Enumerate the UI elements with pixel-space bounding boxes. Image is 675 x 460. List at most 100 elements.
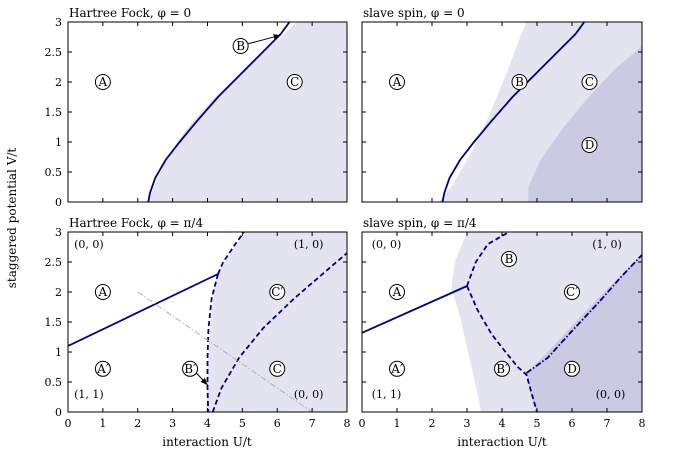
region-label: D — [567, 362, 577, 376]
x-tick-label: 2 — [429, 417, 436, 430]
region-label: A — [98, 75, 108, 89]
panel-title: slave spin, φ = 0 — [363, 6, 465, 20]
region-label: B — [505, 252, 514, 266]
x-tick-label: 0 — [65, 417, 72, 430]
y-tick-label: 1.5 — [45, 316, 63, 329]
region-label-circle — [232, 38, 249, 54]
y-tick-label: 2.5 — [45, 256, 63, 269]
panel-plot-area — [68, 232, 347, 412]
y-tick-label: 2 — [55, 76, 62, 89]
x-tick-label: 2 — [134, 417, 141, 430]
quantum-number-label: (0, 0) — [74, 238, 104, 251]
region-label: C — [273, 362, 282, 376]
x-tick-label: 4 — [204, 417, 211, 430]
x-tick-label: 6 — [274, 417, 281, 430]
x-tick-label: 3 — [169, 417, 176, 430]
x-tick-label: 8 — [639, 417, 646, 430]
y-tick-label: 2 — [55, 286, 62, 299]
panel-plot-area — [439, 22, 642, 202]
region-label-circle — [182, 360, 199, 377]
annotation-arrowhead — [200, 377, 208, 385]
panel-title: Hartree Fock, φ = 0 — [69, 6, 191, 20]
shaded-region-2 — [528, 46, 642, 202]
region-label: C — [290, 75, 299, 89]
quantum-number-label: (1, 0) — [294, 238, 324, 251]
region-label: A — [98, 285, 108, 299]
region-label-circle — [564, 360, 580, 377]
region-label: A — [392, 285, 402, 299]
panel-3: 0 1 2 3 4 5 6 7 8 0 0.5 1 1.5 2 2.5 3 Hartree Fock, φ = … — [45, 216, 351, 430]
boundary-line-dashed — [466, 285, 538, 412]
y-tick-label: 1.5 — [45, 106, 63, 119]
region-label: C′ — [566, 285, 578, 299]
y-tick-label: 2.5 — [45, 46, 63, 59]
region-label-circle — [389, 284, 405, 300]
region-label: C — [585, 75, 594, 89]
region-label-circle — [389, 360, 405, 377]
region-label-circle — [581, 74, 598, 90]
x-axis-label-right: interaction U/t — [457, 435, 547, 449]
region-label: A′ — [390, 362, 403, 376]
boundary-line-dashed — [211, 252, 347, 412]
region-label: B — [236, 39, 245, 53]
x-tick-label: 3 — [464, 417, 471, 430]
y-tick-label: 3 — [55, 226, 62, 239]
boundary-line-dashdot — [137, 291, 313, 412]
x-tick-label: 6 — [569, 417, 576, 430]
x-tick-label: 0 — [359, 417, 366, 430]
quantum-number-label: (1, 1) — [74, 388, 104, 401]
region-label-circle — [269, 360, 286, 377]
y-axis-label: staggered potential V/t — [5, 148, 19, 289]
y-tick-label: 0 — [55, 196, 62, 209]
boundary-line-dashed — [466, 232, 510, 287]
region-label: A′ — [96, 362, 109, 376]
panel-title: slave spin, φ = π/4 — [363, 216, 477, 230]
x-tick-label: 1 — [394, 417, 401, 430]
x-tick-label: 8 — [344, 417, 351, 430]
x-axis-label-left: interaction U/t — [162, 435, 252, 449]
y-tick-label: 1 — [55, 346, 62, 359]
shaded-region-2 — [526, 254, 642, 412]
region-label: C′ — [271, 285, 283, 299]
quantum-number-label: (0, 0) — [596, 388, 626, 401]
y-tick-label: 1 — [55, 136, 62, 149]
region-label-circle — [581, 137, 598, 153]
x-tick-label: 7 — [309, 417, 316, 430]
x-tick-label: 1 — [99, 417, 106, 430]
boundary-line-solid — [68, 273, 219, 347]
region-label-circle — [286, 74, 303, 90]
panel-title: Hartree Fock, φ = π/4 — [69, 216, 203, 230]
region-label: D — [585, 138, 595, 152]
y-tick-label: 0.5 — [45, 166, 63, 179]
quantum-number-label: (0, 0) — [294, 388, 324, 401]
region-label-circle — [389, 74, 405, 90]
shaded-region-1 — [148, 22, 347, 202]
x-tick-label: 5 — [534, 417, 541, 430]
panel-1: 0 0.5 1 1.5 2 2.5 3 Hartree Fock, φ = 0 A B C — [45, 6, 348, 209]
region-label: B′ — [496, 362, 508, 376]
y-tick-label: 3 — [55, 16, 62, 29]
region-label-circle — [269, 284, 286, 300]
boundary-line-dashed — [206, 273, 219, 412]
region-label-circle — [94, 284, 111, 300]
boundary-line-dashdot — [525, 254, 642, 374]
region-label-circle — [511, 74, 528, 90]
boundary-line-solid — [147, 22, 291, 202]
annotation-arrowhead — [273, 34, 281, 40]
y-tick-label: 0.5 — [45, 376, 63, 389]
shaded-region-1 — [205, 232, 347, 412]
region-label: B′ — [184, 362, 196, 376]
boundary-line-solid — [362, 285, 468, 334]
region-label: B — [515, 75, 524, 89]
x-tick-label: 5 — [239, 417, 246, 430]
quantum-number-label: (1, 1) — [372, 388, 402, 401]
region-label-circle — [501, 251, 517, 267]
region-label-circle — [564, 284, 580, 300]
quantum-number-label: (1, 0) — [592, 238, 622, 251]
y-tick-label: 0 — [55, 406, 62, 419]
region-label-circle — [94, 360, 111, 377]
region-label-circle — [494, 360, 510, 377]
